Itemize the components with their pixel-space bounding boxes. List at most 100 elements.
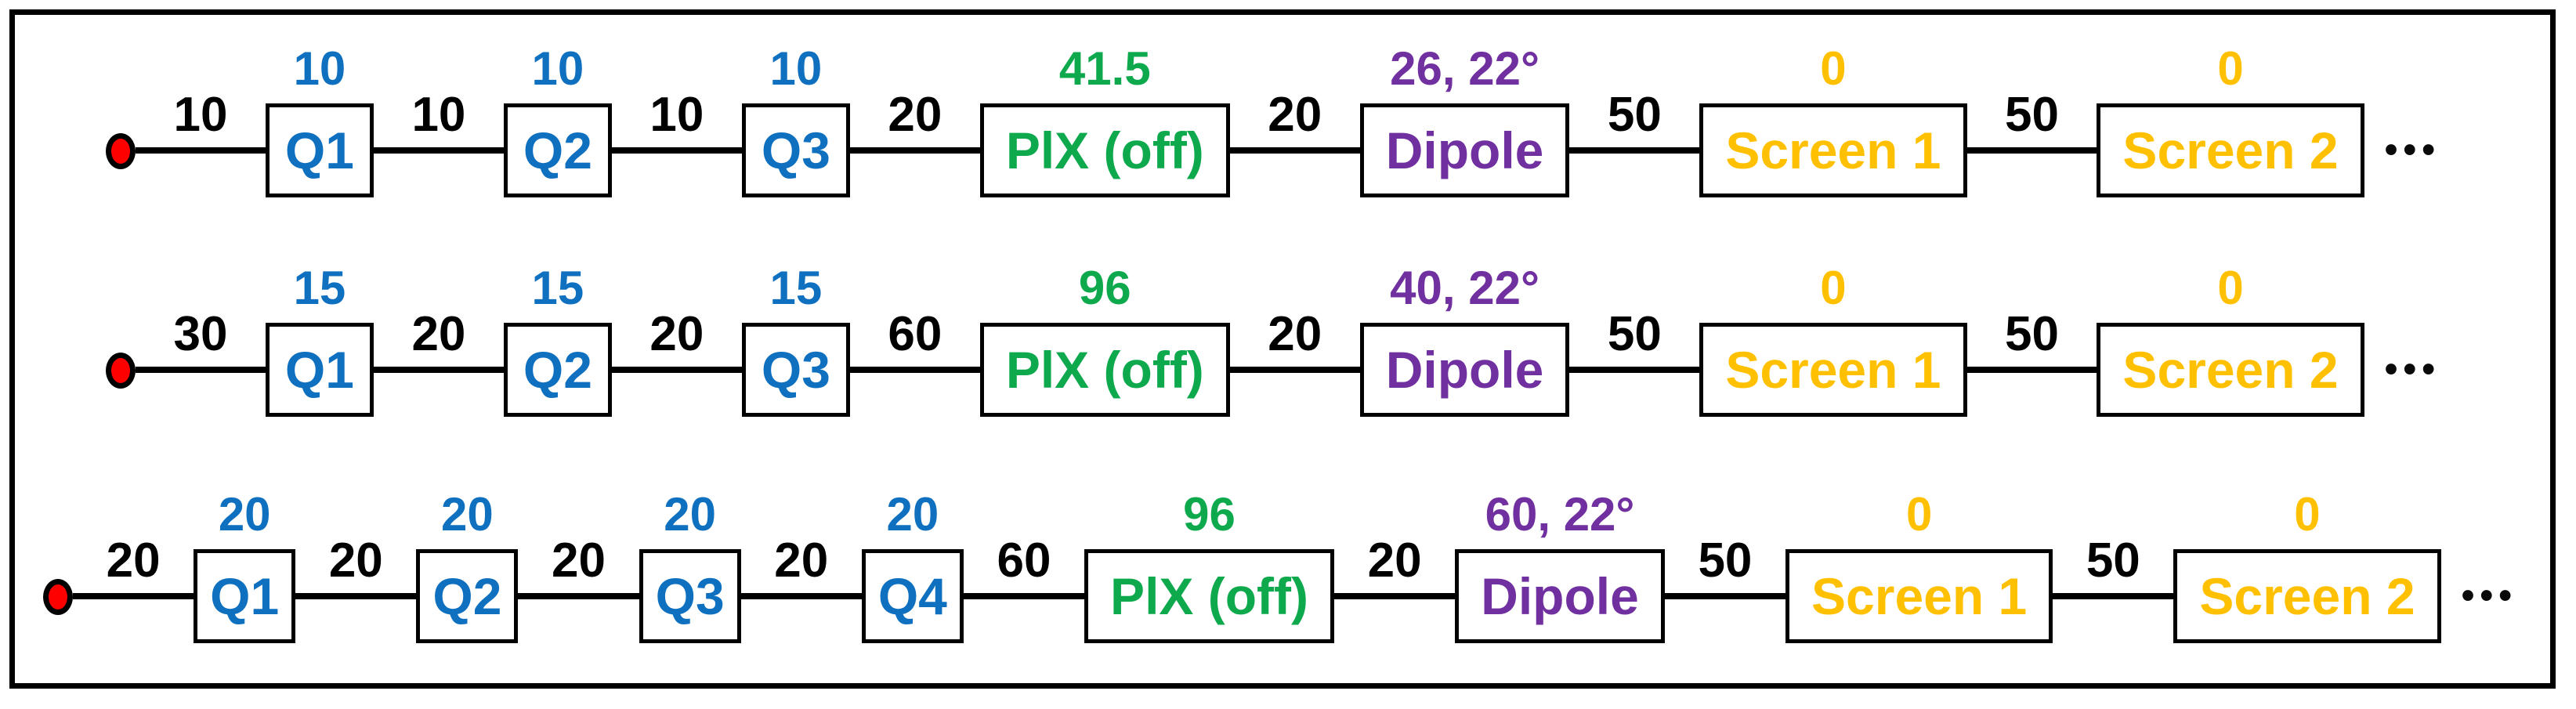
element-value-label: 10 <box>531 42 584 95</box>
drift-length-label: 10 <box>173 88 228 142</box>
element-value-label: 20 <box>218 488 271 541</box>
element-box: Q3 <box>741 103 850 197</box>
element-value-label: 0 <box>1905 488 1933 541</box>
element-box: Screen 1 <box>1785 549 2053 643</box>
element-value-label: 20 <box>664 488 716 541</box>
drift-segment: 20 <box>373 254 504 373</box>
drift-length-label: 50 <box>2004 88 2059 142</box>
element-value-label: 26, 22° <box>1390 42 1539 95</box>
element-value-label: 20 <box>441 488 494 541</box>
element-box: Q2 <box>416 549 519 643</box>
drift-length-label: 20 <box>888 88 942 142</box>
element-box: PlX (off) <box>1084 549 1334 643</box>
element-value-label: 0 <box>1820 42 1847 95</box>
drift-length-label: 10 <box>649 88 704 142</box>
element-box: Q2 <box>503 103 612 197</box>
drift-segment: 60 <box>849 254 980 373</box>
beam-line <box>1334 593 1456 599</box>
element-box: Dipole <box>1359 323 1570 417</box>
drift-length-label: 20 <box>106 534 161 588</box>
drift-segment: 50 <box>1664 480 1786 599</box>
element-box: Screen 2 <box>2097 323 2364 417</box>
drift-length-label: 20 <box>411 307 466 361</box>
element-value-label: 10 <box>769 42 823 95</box>
element-value-label: 0 <box>2217 42 2244 95</box>
element-box: PlX (off) <box>979 103 1230 197</box>
beam-line <box>1229 367 1360 373</box>
beam-line <box>295 593 417 599</box>
drift-segment: 20 <box>1229 34 1360 154</box>
element-box: Dipole <box>1455 549 1665 643</box>
drift-segment: 20 <box>295 480 417 599</box>
beam-element-dipole: 40, 22° Dipole <box>1359 254 1570 417</box>
beam-line <box>849 147 980 154</box>
beam-line <box>73 593 194 599</box>
element-value-label: 0 <box>2294 488 2321 541</box>
element-box: Q1 <box>265 323 374 417</box>
drift-segment: 20 <box>849 34 980 154</box>
element-value-label: 0 <box>1820 262 1847 314</box>
drift-length-label: 50 <box>1607 307 1662 361</box>
beam-line <box>849 367 980 373</box>
element-value-label: 96 <box>1183 488 1236 541</box>
element-box: Dipole <box>1359 103 1570 197</box>
beam-line <box>740 593 862 599</box>
element-value-label: 15 <box>531 262 584 314</box>
element-box: Q1 <box>194 549 296 643</box>
drift-segment: 10 <box>373 34 504 154</box>
drift-length-label: 10 <box>411 88 466 142</box>
element-box: Screen 1 <box>1699 103 1967 197</box>
drift-segment: 60 <box>963 480 1085 599</box>
element-box: Q4 <box>861 549 964 643</box>
drift-length-label: 60 <box>888 307 942 361</box>
element-value-label: 20 <box>886 488 939 541</box>
element-box: Screen 2 <box>2173 549 2441 643</box>
drift-length-label: 50 <box>1607 88 1662 142</box>
element-value-label: 96 <box>1078 262 1131 314</box>
drift-length-label: 20 <box>1268 307 1322 361</box>
drift-segment: 20 <box>73 480 194 599</box>
beam-line <box>1966 367 2097 373</box>
drift-length-label: 50 <box>2004 307 2059 361</box>
ellipsis-more-indicator: ••• <box>2461 575 2517 617</box>
element-box: Q1 <box>265 103 374 197</box>
ellipsis-more-indicator: ••• <box>2384 349 2441 390</box>
drift-length-label: 20 <box>1367 534 1422 588</box>
drift-segment: 20 <box>611 254 742 373</box>
drift-length-label: 50 <box>2086 534 2140 588</box>
element-value-label: 40, 22° <box>1390 262 1539 314</box>
element-box: Screen 2 <box>2097 103 2364 197</box>
beam-line <box>136 147 266 154</box>
source-dot <box>106 133 136 169</box>
drift-segment: 50 <box>1966 254 2097 373</box>
element-value-label: 15 <box>769 262 823 314</box>
drift-segment: 10 <box>611 34 742 154</box>
drift-length-label: 20 <box>1268 88 1322 142</box>
drift-segment: 50 <box>1966 34 2097 154</box>
drift-segment: 20 <box>1229 254 1360 373</box>
drift-segment: 20 <box>740 480 862 599</box>
drift-length-label: 20 <box>552 534 606 588</box>
element-value-label: 10 <box>293 42 346 95</box>
drift-length-label: 20 <box>774 534 829 588</box>
drift-segment: 50 <box>1569 254 1700 373</box>
beam-line <box>518 593 639 599</box>
drift-segment: 30 <box>136 254 266 373</box>
beam-element-dipole: 60, 22°Dipole <box>1455 480 1665 643</box>
drift-length-label: 20 <box>649 307 704 361</box>
